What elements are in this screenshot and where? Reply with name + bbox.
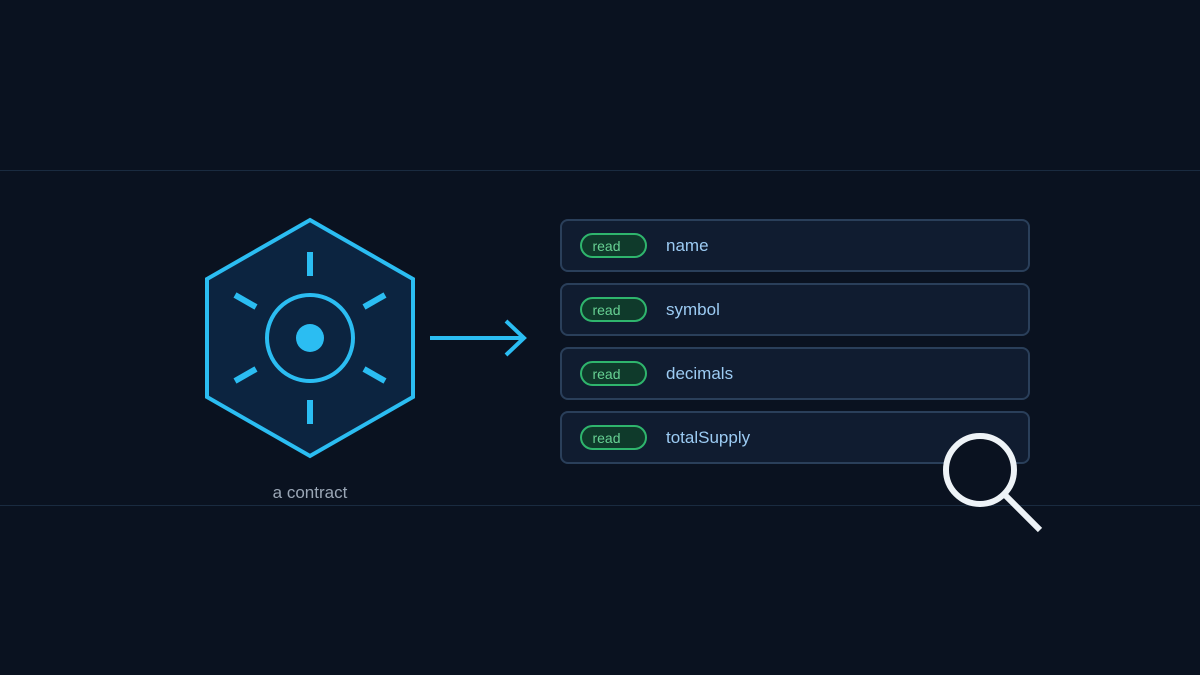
- function-row-symbol[interactable]: read symbol: [560, 283, 1030, 336]
- function-name: symbol: [666, 299, 720, 319]
- read-badge: read: [580, 361, 647, 386]
- function-row-decimals[interactable]: read decimals: [560, 347, 1030, 400]
- function-row-name[interactable]: read name: [560, 219, 1030, 272]
- read-badge: read: [580, 297, 647, 322]
- read-badge: read: [580, 233, 647, 258]
- read-badge: read: [580, 425, 647, 450]
- magnifier-icon: [943, 433, 1043, 533]
- arrow-right-icon: [430, 319, 527, 357]
- function-name: decimals: [666, 363, 734, 383]
- function-list: read name read symbol read decimals read…: [560, 219, 1030, 475]
- divider-top: [0, 170, 1200, 171]
- contract-gear-icon: [205, 217, 415, 459]
- function-name: name: [666, 235, 709, 255]
- divider-bottom: [0, 505, 1200, 506]
- contract-caption: a contract: [272, 483, 348, 502]
- function-name: totalSupply: [666, 427, 751, 447]
